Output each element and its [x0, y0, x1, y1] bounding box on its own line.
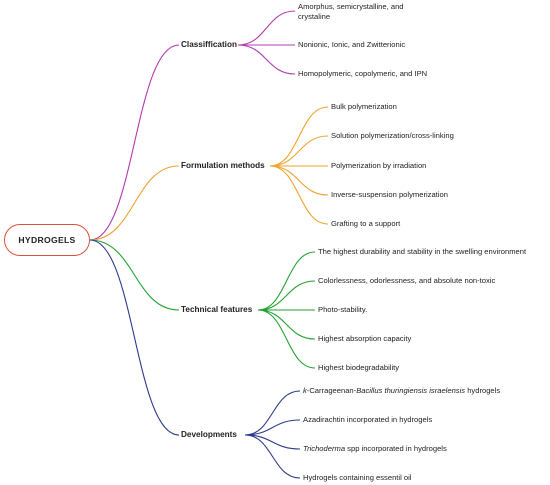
leaf-connector — [244, 434, 301, 450]
leaf-formulation-4: Inverse-suspension polymerization — [331, 190, 448, 200]
leaf-connector — [257, 309, 316, 340]
leaf-technical-1: The highest durability and stability in … — [318, 247, 526, 257]
leaf-connector — [244, 390, 301, 436]
category-formulation-methods: Formulation methods — [181, 161, 265, 170]
branch-connector — [89, 44, 180, 241]
leaf-text-run: Polymerization by irradiation — [331, 161, 427, 170]
category-classification: Classiffication — [181, 40, 237, 49]
leaf-text-run: Colorlessness, odorlessness, and absolut… — [318, 276, 496, 285]
leaf-formulation-1: Bulk polymerization — [331, 102, 397, 112]
leaf-text-run: Photo-stability. — [318, 305, 368, 314]
leaf-connector — [269, 106, 329, 167]
leaf-text-run: The highest durability and stability in … — [318, 247, 527, 256]
leaf-developments-3: Trichoderma spp incorporated in hydrogel… — [303, 444, 447, 454]
leaf-connector — [257, 251, 316, 311]
category-technical-features: Technical features — [181, 305, 253, 314]
leaf-developments-2: Azadirachtin incorporated in hydrogels — [303, 415, 432, 425]
leaf-developments-4: Hydrogels containing essentil oil — [303, 473, 411, 483]
leaf-connector — [257, 309, 316, 369]
root-label: HYDROGELS — [18, 235, 76, 245]
root-node: HYDROGELS — [4, 224, 90, 256]
branch-connector — [89, 239, 180, 311]
leaf-connector — [244, 419, 301, 436]
leaf-text-run: Nonionic, Ionic, and Zwitterionic — [298, 40, 406, 49]
leaf-technical-2: Colorlessness, odorlessness, and absolut… — [318, 276, 495, 286]
leaf-connector — [237, 10, 296, 46]
leaf-developments-1: k-Carrageenan-Bacillus thuringiensis isr… — [303, 386, 500, 396]
leaf-technical-5: Highest biodegradability — [318, 363, 399, 373]
leaf-text-run: Highest absorption capacity — [318, 334, 412, 343]
leaf-text-run: -Carrageenan- — [306, 386, 357, 395]
leaf-text-run: Azadirachtin incorporated in hydrogels — [303, 415, 433, 424]
leaf-formulation-3: Polymerization by irradiation — [331, 161, 426, 171]
leaf-connector — [244, 434, 301, 479]
leaf-connector — [269, 165, 329, 225]
leaf-classification-3: Homopolymeric, copolymeric, and IPN — [298, 69, 427, 79]
leaf-text-run: Amorphus, semicrystalline, and crystalin… — [298, 2, 404, 21]
leaf-classification-1: Amorphus, semicrystalline, and crystalin… — [298, 2, 428, 22]
leaf-text-run: k — [303, 386, 307, 395]
leaf-text-run: Bacillus thuringiensis israelensis — [356, 386, 466, 395]
leaf-classification-2: Nonionic, Ionic, and Zwitterionic — [298, 40, 405, 50]
leaf-formulation-5: Grafting to a support — [331, 219, 400, 229]
leaf-text-run: hydrogels — [465, 386, 501, 395]
leaf-text-run: Hydrogels containing essentil oil — [303, 473, 412, 482]
leaf-connector — [257, 280, 316, 311]
leaf-text-run: Bulk polymerization — [331, 102, 397, 111]
leaf-connector — [269, 165, 329, 196]
leaf-text-run: Grafting to a support — [331, 219, 401, 228]
leaf-text-run: Trichoderma — [303, 444, 346, 453]
leaf-connector — [269, 135, 329, 167]
leaf-text-run: Homopolymeric, copolymeric, and IPN — [298, 69, 428, 78]
category-developments: Developments — [181, 430, 237, 439]
leaf-text-run: Inverse-suspension polymerization — [331, 190, 448, 199]
leaf-technical-3: Photo-stability. — [318, 305, 367, 315]
leaf-formulation-2: Solution polymerization/cross-linking — [331, 131, 454, 141]
leaf-text-run: spp incorporated in hydrogels — [345, 444, 447, 453]
leaf-technical-4: Highest absorption capacity — [318, 334, 411, 344]
leaf-text-run: Highest biodegradability — [318, 363, 400, 372]
branch-connector — [89, 165, 180, 241]
leaf-connector — [237, 44, 296, 75]
leaf-text-run: Solution polymerization/cross-linking — [331, 131, 454, 140]
branch-connector — [89, 239, 180, 436]
